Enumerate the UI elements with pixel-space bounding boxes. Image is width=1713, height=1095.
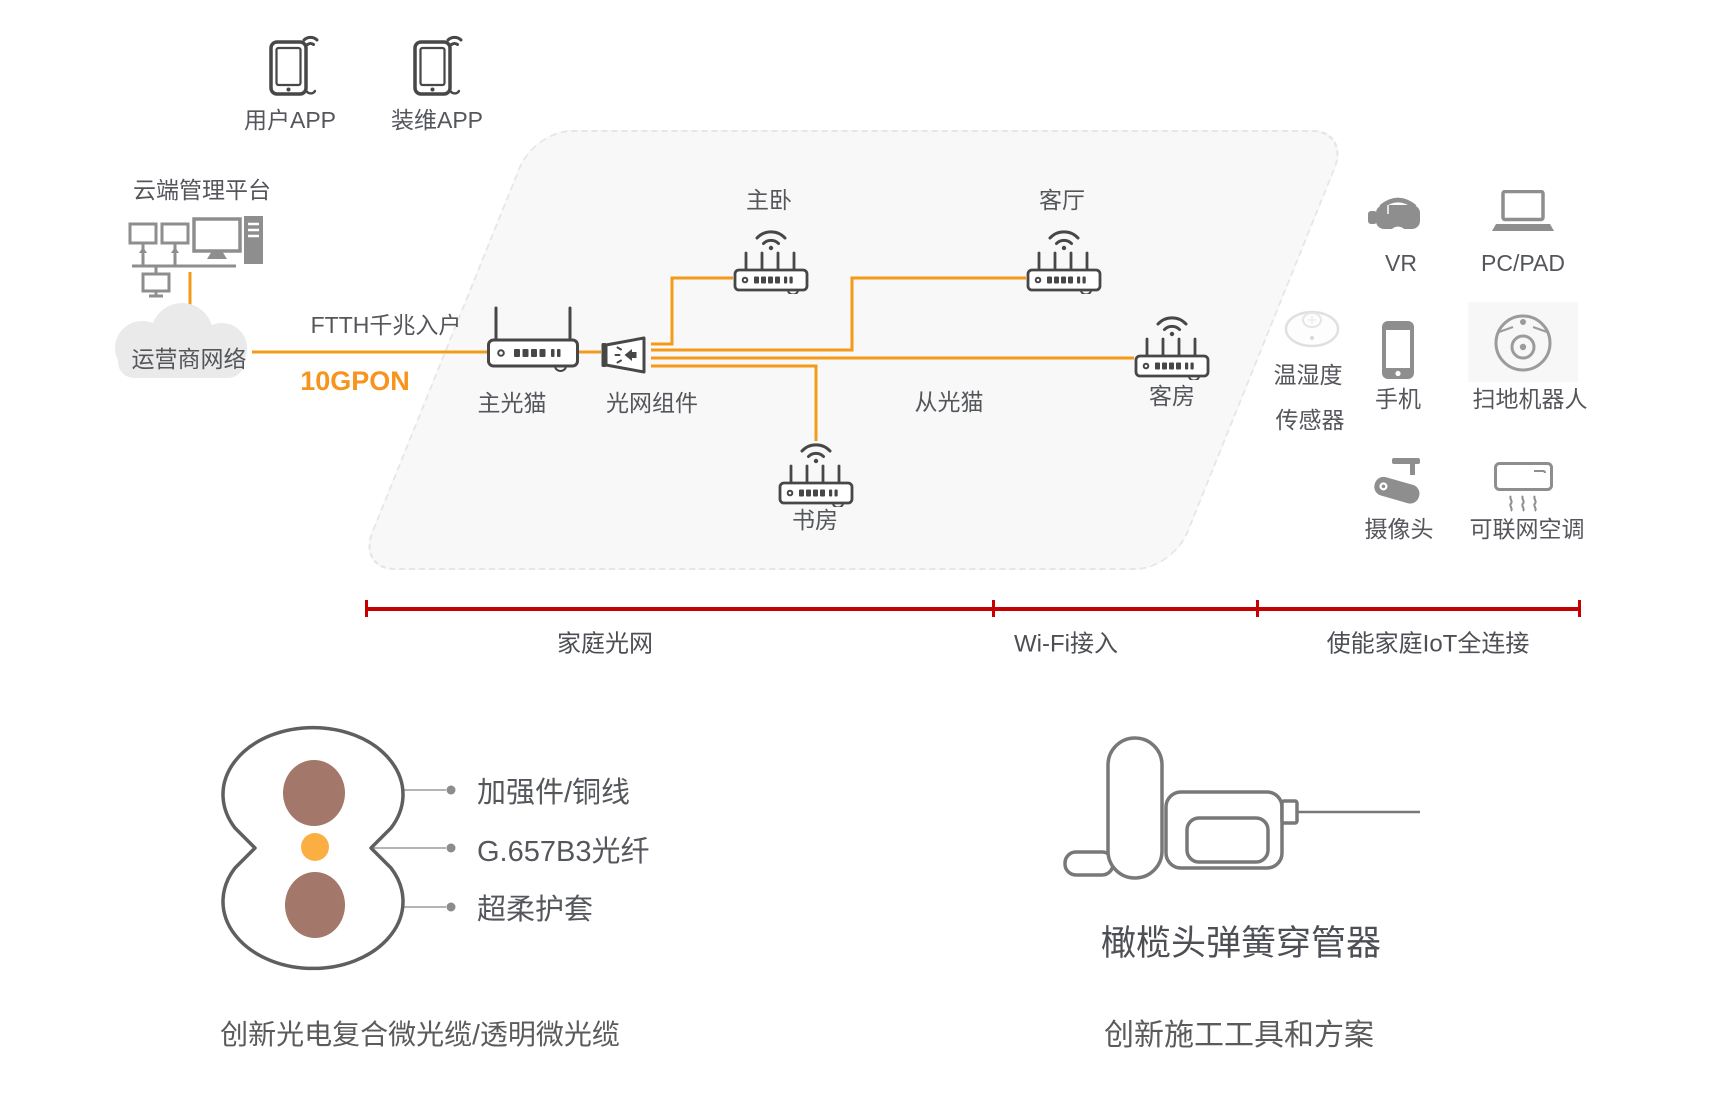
iot-label-ac: 可联网空调 [1469, 516, 1585, 543]
optical-component-label: 光网组件 [606, 390, 698, 417]
cable-cross-section-figure [221, 725, 405, 971]
callout-dot [446, 843, 456, 853]
iot-label-robot-vacuum: 扫地机器人 [1472, 386, 1588, 413]
optical-splitter-icon [601, 336, 646, 374]
iot-label-camera: 摄像头 [1364, 516, 1434, 543]
temp-humidity-sensor-icon [1284, 310, 1340, 348]
iot-label-sensor-line1: 温湿度 [1273, 362, 1343, 389]
room-label-guest-room: 客房 [1149, 383, 1195, 410]
line-splitter-to-living-room [651, 276, 1026, 352]
iot-label-vr: VR [1385, 250, 1417, 277]
wifi-router-guest-room-icon [1134, 316, 1210, 380]
room-label-study: 书房 [792, 507, 838, 534]
operator-network-label: 运营商网络 [131, 346, 247, 373]
maintenance-app-label: 装维APP [390, 107, 484, 134]
callout-fiber: G.657B3光纤 [477, 836, 650, 868]
ftth-label: FTTH千兆入户 [310, 312, 462, 339]
user-app-label: 用户APP [243, 107, 337, 134]
iot-label-phone: 手机 [1375, 386, 1421, 413]
callout-strength-member: 加强件/铜线 [477, 777, 631, 809]
tool-caption: 创新施工工具和方案 [1104, 1019, 1374, 1052]
callout-dot [446, 785, 456, 795]
tool-name-label: 橄榄头弹簧穿管器 [1100, 924, 1382, 963]
segment-label-wifi-access: Wi-Fi接入 [1014, 630, 1118, 658]
10gpon-label: 10GPON [300, 365, 410, 396]
vr-headset-icon [1368, 197, 1420, 229]
user-app-phone-icon [269, 35, 319, 96]
optical-fiber-core [301, 833, 329, 861]
segment-tick [1255, 600, 1259, 617]
slave-ont-label: 从光猫 [914, 389, 984, 416]
cctv-camera-icon [1374, 458, 1420, 504]
wifi-router-master-bedroom-icon [733, 230, 809, 294]
line-splitter-to-master-bedroom [651, 276, 733, 346]
pipe-threader-tool-figure [1063, 736, 1420, 880]
segment-label-home-optical: 家庭光网 [557, 630, 653, 658]
strength-member-top [283, 760, 345, 826]
robot-vacuum-icon [1468, 302, 1578, 382]
air-conditioner-icon [1494, 462, 1553, 512]
cloud-platform-label: 云端管理平台 [133, 177, 271, 204]
wifi-router-study-icon [778, 443, 854, 507]
wifi-router-living-room-icon [1026, 230, 1102, 294]
operator-cloud-icon [115, 303, 247, 378]
line-splitter-to-study [651, 364, 818, 441]
laptop-icon [1492, 190, 1554, 231]
segment-tick [1577, 600, 1581, 617]
iot-label-sensor-line2: 传感器 [1275, 407, 1345, 434]
cable-caption: 创新光电复合微光缆/透明微光缆 [220, 1019, 620, 1051]
segment-label-iot-connect: 使能家庭IoT全连接 [1326, 630, 1530, 658]
main-ont-label: 主光猫 [477, 390, 547, 417]
maintenance-app-phone-icon [413, 35, 463, 96]
segment-tick [364, 600, 368, 617]
segment-tick [991, 600, 995, 617]
callout-sheath: 超柔护套 [477, 894, 594, 926]
strength-member-bottom [285, 872, 345, 938]
room-label-living-room: 客厅 [1039, 187, 1085, 214]
callout-dot [446, 902, 456, 912]
iot-label-pc-pad: PC/PAD [1481, 250, 1565, 277]
segment-bracket-line [366, 607, 1579, 611]
room-label-master-bedroom: 主卧 [746, 187, 792, 214]
management-platform-icon [128, 216, 263, 298]
main-ont-icon [487, 306, 579, 372]
smartphone-icon [1382, 321, 1414, 379]
